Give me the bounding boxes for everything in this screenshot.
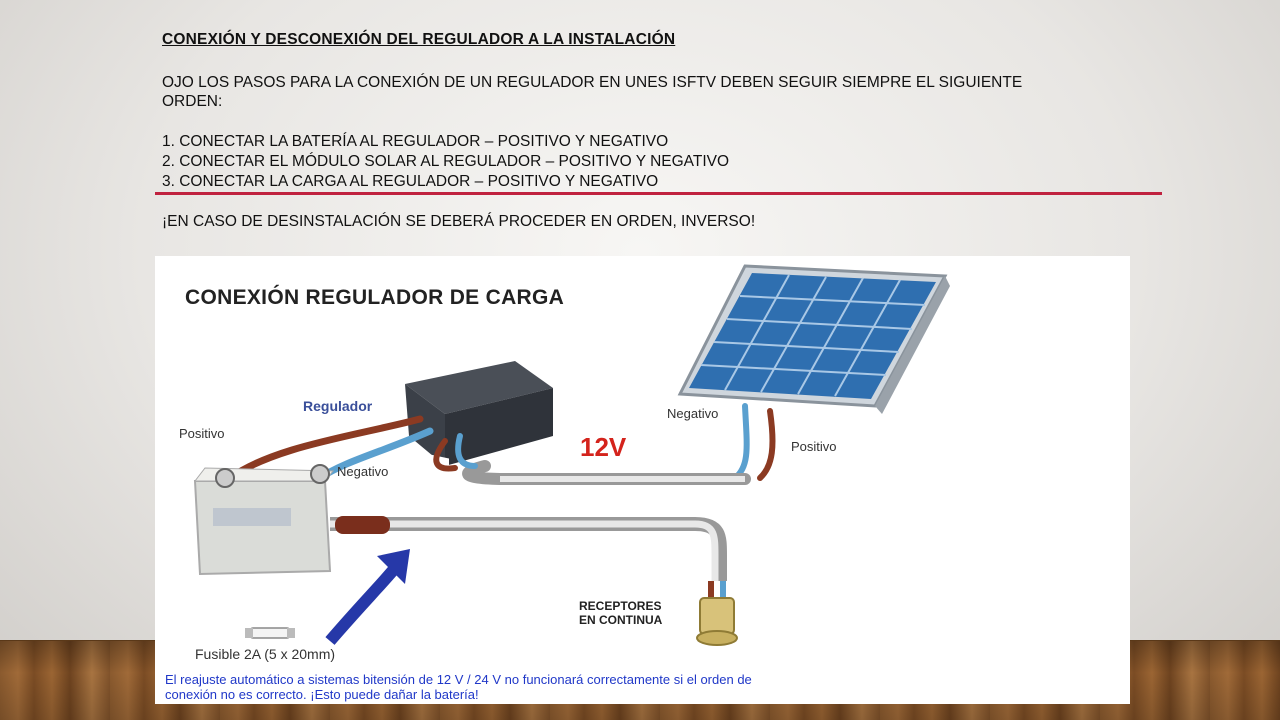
regulador-label: Regulador [303,398,373,414]
fuse [245,627,295,639]
intro-line-1: OJO LOS PASOS PARA LA CONEXIÓN DE UN REG… [162,74,1023,91]
bulb-socket [696,597,738,646]
panel-wires [732,403,776,481]
diagram-note-line-1: El reajuste automático a sistemas bitens… [165,672,752,687]
panel-negative-label: Negativo [667,406,719,421]
diagram-note-line-2: conexión no es correcto. ¡Esto puede dañ… [165,687,479,702]
warning-text: ¡EN CASO DE DESINSTALACIÓN SE DEBERÁ PRO… [162,213,756,230]
wiring-diagram-image: CONEXIÓN REGULADOR DE CARGA Regulador Po… [155,256,1130,704]
step-1: 1. CONECTAR LA BATERÍA AL REGULADOR – PO… [162,133,669,150]
slide-title: CONEXIÓN Y DESCONEXIÓN DEL REGULADOR A L… [162,31,676,48]
battery-negative-label: Negativo [337,464,389,479]
solar-panel [677,264,950,414]
fusible-label: Fusible 2A (5 x 20mm) [195,646,336,662]
charge-regulator [405,361,553,475]
battery-positive-label: Positivo [179,426,225,441]
fuse-holder [335,516,390,534]
receptores-label: RECEPTORES EN CONTINUA [579,599,663,627]
panel-positive-label: Positivo [791,439,837,454]
wiring-diagram-drawing [193,264,950,646]
battery [193,464,335,576]
voltage-label: 12V [580,432,627,462]
intro-line-2: ORDEN: [162,93,223,110]
arrow-head [377,549,410,584]
accent-divider [155,192,1162,195]
diagram-title: CONEXIÓN REGULADOR DE CARGA [185,286,565,309]
step-3: 3. CONECTAR LA CARGA AL REGULADOR – POSI… [162,173,659,190]
step-2: 2. CONECTAR EL MÓDULO SOLAR AL REGULADOR… [162,153,730,170]
diagram-note: El reajuste automático a sistemas bitens… [165,672,752,702]
